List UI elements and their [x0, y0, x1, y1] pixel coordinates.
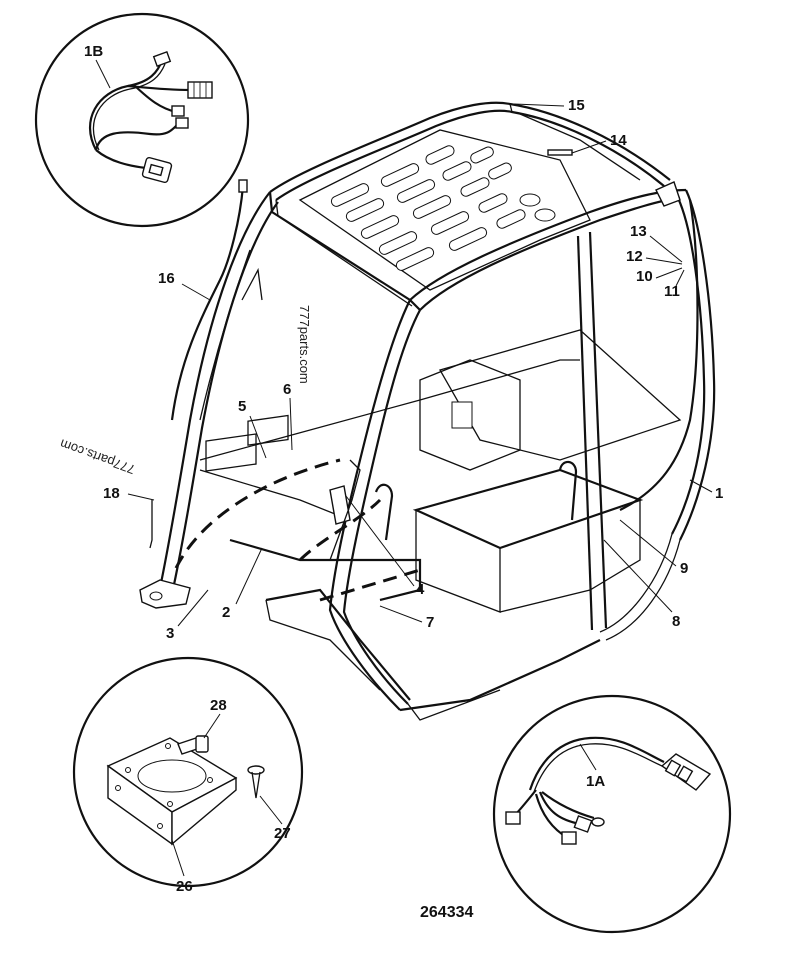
callout-26-leader: [171, 839, 185, 877]
detail-circle-bracket: [72, 656, 304, 888]
harness-dashed-2: [319, 568, 421, 602]
callout-5-leader: [249, 415, 267, 459]
callout-1a-leader: [579, 743, 597, 771]
callout-12-leader: [645, 257, 683, 265]
callout-11-leader: [675, 269, 685, 287]
callout-8-label: 8: [672, 613, 680, 630]
roof-vent-slots: [330, 145, 556, 271]
part-18-wire: [149, 500, 153, 549]
harness-dashed-3: [298, 498, 382, 562]
callout-1b-leader: [95, 59, 111, 89]
detail-circle-1a: [492, 694, 732, 934]
callout-3-leader: [177, 589, 209, 627]
harness-dashed-1: [174, 458, 341, 569]
callout-18-label: 18: [103, 485, 120, 502]
callout-10-leader: [655, 267, 683, 279]
callout-2-label: 2: [222, 604, 230, 621]
callout-1-leader: [689, 479, 713, 493]
callout-1b-label: 1B: [84, 43, 103, 60]
callout-16-label: 16: [158, 270, 175, 287]
callout-11-label: 11: [664, 283, 680, 300]
cab-assembly: [139, 101, 716, 721]
watermark-2: 777parts.com: [58, 436, 137, 477]
callout-6-label: 6: [283, 381, 291, 398]
callout-7-leader: [379, 605, 423, 623]
callout-13-label: 13: [630, 223, 647, 240]
callout-16-leader: [181, 283, 211, 301]
callout-3-label: 3: [166, 625, 174, 642]
callout-14-label: 14: [610, 132, 627, 149]
part-14: [547, 149, 573, 156]
callout-13-leader: [649, 235, 683, 263]
callout-10-label: 10: [636, 268, 653, 285]
callout-15-leader: [513, 103, 565, 107]
callout-9-leader: [619, 519, 677, 567]
callout-27-label: 27: [274, 825, 291, 842]
callout-7-label: 7: [426, 614, 434, 631]
callout-18-leader: [127, 493, 155, 501]
detail-circle-1b: [34, 12, 250, 228]
callout-1a-label: 1A: [586, 773, 605, 790]
callout-9-label: 9: [680, 560, 688, 577]
callout-28-leader: [203, 713, 221, 739]
callout-26-label: 26: [176, 878, 193, 895]
callout-4-leader: [345, 495, 415, 587]
callout-28-label: 28: [210, 697, 227, 714]
part-16-wire: [170, 185, 245, 421]
callout-12-label: 12: [626, 248, 643, 265]
callout-6-leader: [289, 397, 293, 451]
callout-27-leader: [259, 795, 283, 825]
watermark-1: 777parts.com: [297, 305, 312, 384]
part-16-connector: [238, 179, 248, 193]
callout-15-label: 15: [568, 97, 585, 114]
callout-4-label: 4: [416, 581, 425, 598]
callout-2-leader: [235, 547, 263, 605]
part-number: 264334: [420, 904, 473, 921]
callout-8-leader: [603, 539, 673, 613]
callout-14-leader: [571, 140, 607, 154]
callout-5-label: 5: [238, 398, 246, 415]
callout-1-label: 1: [715, 485, 723, 502]
